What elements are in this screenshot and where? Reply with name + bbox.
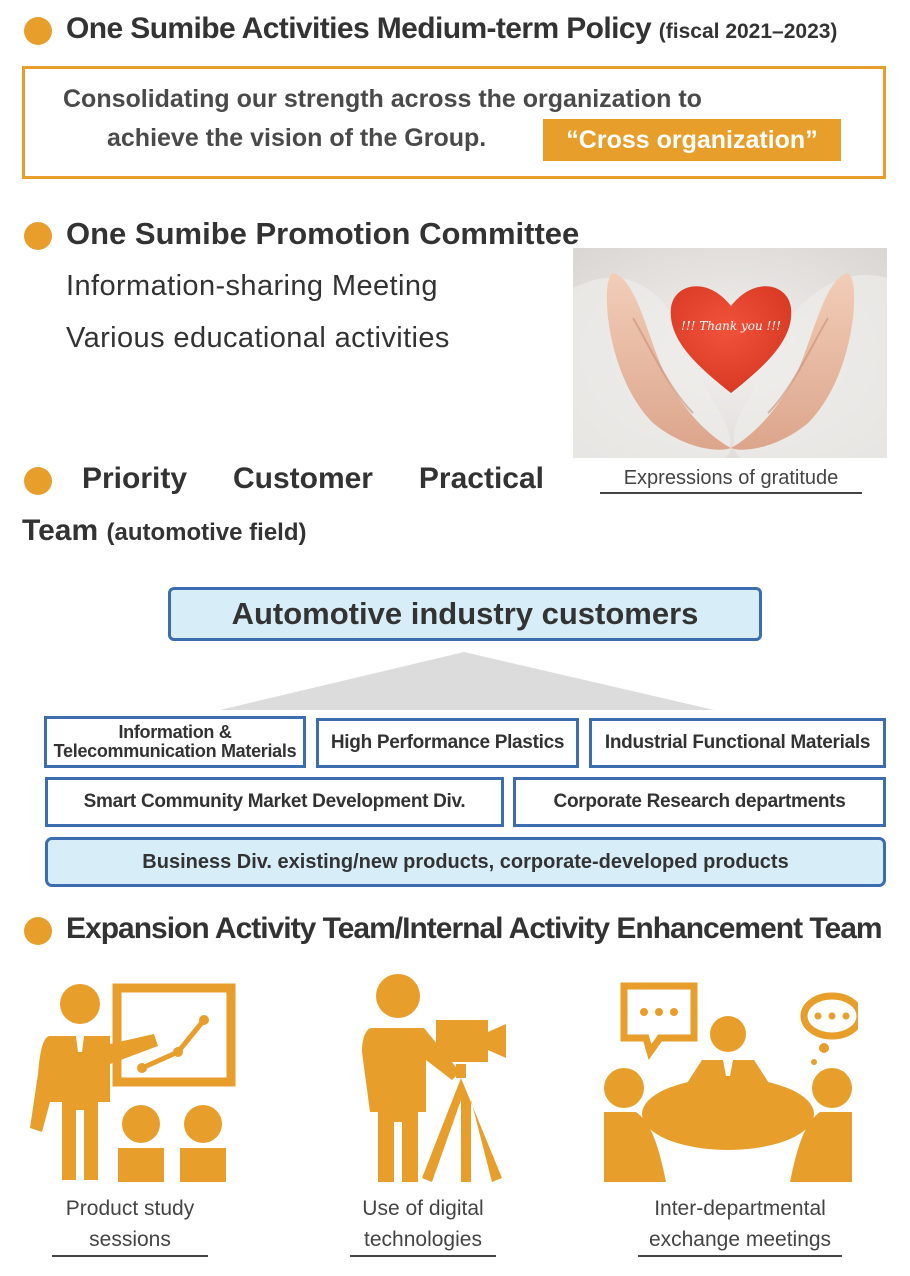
presentation-icon — [30, 983, 236, 1182]
video-camera-icon — [362, 974, 506, 1182]
division-info-line2: Telecommunication Materials — [53, 741, 297, 761]
expansion-team-title: Expansion Activity Team/Internal Activit… — [66, 912, 883, 945]
automotive-customers-box: Automotive industry customers — [168, 587, 762, 641]
priority-team-title-line1: Priority Customer Practical — [82, 462, 544, 496]
policy-title: One Sumibe Activities Medium-term Policy… — [66, 12, 837, 46]
caption-digital-tech-line2: technologies — [350, 1224, 496, 1257]
division-corporate-research: Corporate Research departments — [513, 777, 886, 827]
gratitude-photo: !!! Thank you !!! — [573, 248, 887, 458]
policy-title-text: One Sumibe Activities Medium-term Policy — [66, 12, 652, 45]
caption-product-study-line1: Product study — [65, 1197, 195, 1220]
bullet-dot — [24, 17, 52, 45]
caption-exchange-meetings: Inter-departmental exchange meetings — [638, 1193, 842, 1257]
priority-team-title-line2: Team (automotive field) — [22, 514, 307, 548]
bullet-dot — [24, 467, 52, 495]
division-smart-community: Smart Community Market Development Div. — [45, 777, 504, 827]
caption-exchange-meetings-line2: exchange meetings — [638, 1224, 842, 1257]
priority-team-subtitle: (automotive field) — [106, 519, 307, 546]
division-info-line1: Information & — [118, 722, 232, 743]
caption-product-study: Product study sessions — [52, 1193, 208, 1257]
priority-word-3: Practical — [418, 462, 544, 495]
policy-period: (fiscal 2021–2023) — [658, 20, 838, 43]
policy-statement-line2: achieve the vision of the Group. — [107, 124, 487, 152]
caption-digital-tech: Use of digital technologies — [350, 1193, 496, 1257]
heart-message: !!! Thank you !!! — [681, 319, 781, 333]
cross-organization-badge: “Cross organization” — [543, 119, 841, 161]
division-industrial-functional-materials: Industrial Functional Materials — [589, 718, 886, 768]
meeting-icon — [604, 982, 858, 1182]
photo-caption: Expressions of gratitude — [600, 467, 862, 494]
bullet-dot — [24, 917, 52, 945]
priority-word-team: Team — [22, 514, 99, 547]
priority-word-2: Customer — [232, 462, 373, 495]
promotion-item-education: Various educational activities — [66, 322, 450, 354]
products-box: Business Div. existing/new products, cor… — [45, 837, 886, 887]
promotion-item-info-sharing: Information-sharing Meeting — [66, 270, 438, 302]
caption-product-study-line2: sessions — [52, 1224, 208, 1257]
priority-word-1: Priority — [82, 462, 188, 495]
policy-statement-line1: Consolidating our strength across the or… — [63, 85, 702, 113]
division-info-telecom: Information & Telecommunication Material… — [44, 716, 306, 768]
promotion-committee-title: One Sumibe Promotion Committee — [66, 216, 580, 251]
hands-heart-illustration: !!! Thank you !!! — [573, 248, 887, 458]
division-high-performance-plastics: High Performance Plastics — [316, 718, 579, 768]
caption-digital-tech-line1: Use of digital — [362, 1197, 484, 1220]
policy-statement-box: Consolidating our strength across the or… — [22, 66, 886, 179]
caption-exchange-meetings-line1: Inter-departmental — [654, 1197, 826, 1220]
funnel-triangle — [220, 652, 714, 710]
bullet-dot — [24, 222, 52, 250]
